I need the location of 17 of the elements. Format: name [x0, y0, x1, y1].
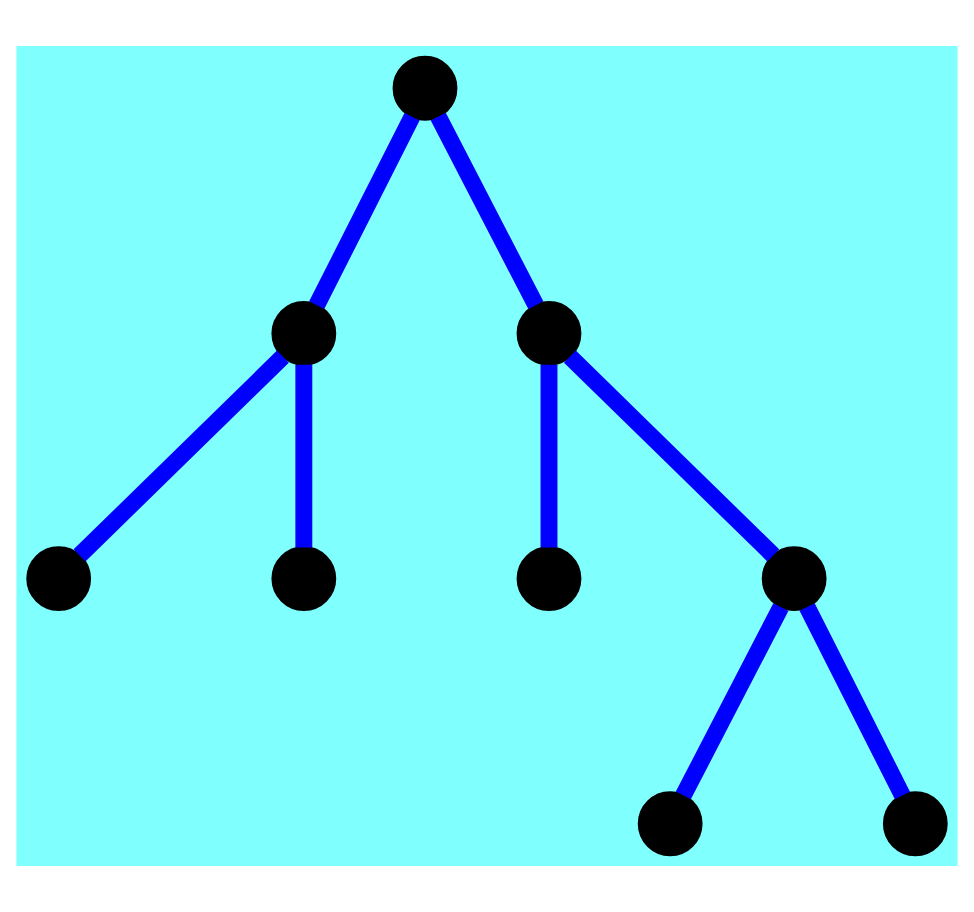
node-circle — [271, 546, 337, 611]
connector — [564, 350, 780, 562]
node-circle — [637, 791, 703, 857]
node-circle — [271, 301, 337, 366]
connector — [295, 364, 313, 548]
connector — [799, 603, 910, 800]
connector — [540, 364, 558, 548]
node-circle — [516, 546, 582, 611]
node-circle — [882, 791, 948, 857]
node-circle — [516, 301, 582, 366]
connector — [309, 112, 420, 309]
node-circle — [761, 546, 827, 611]
connector — [73, 350, 289, 562]
connector — [430, 112, 544, 310]
node-circle — [392, 55, 458, 121]
node-circle — [26, 546, 92, 611]
connector — [675, 603, 789, 800]
